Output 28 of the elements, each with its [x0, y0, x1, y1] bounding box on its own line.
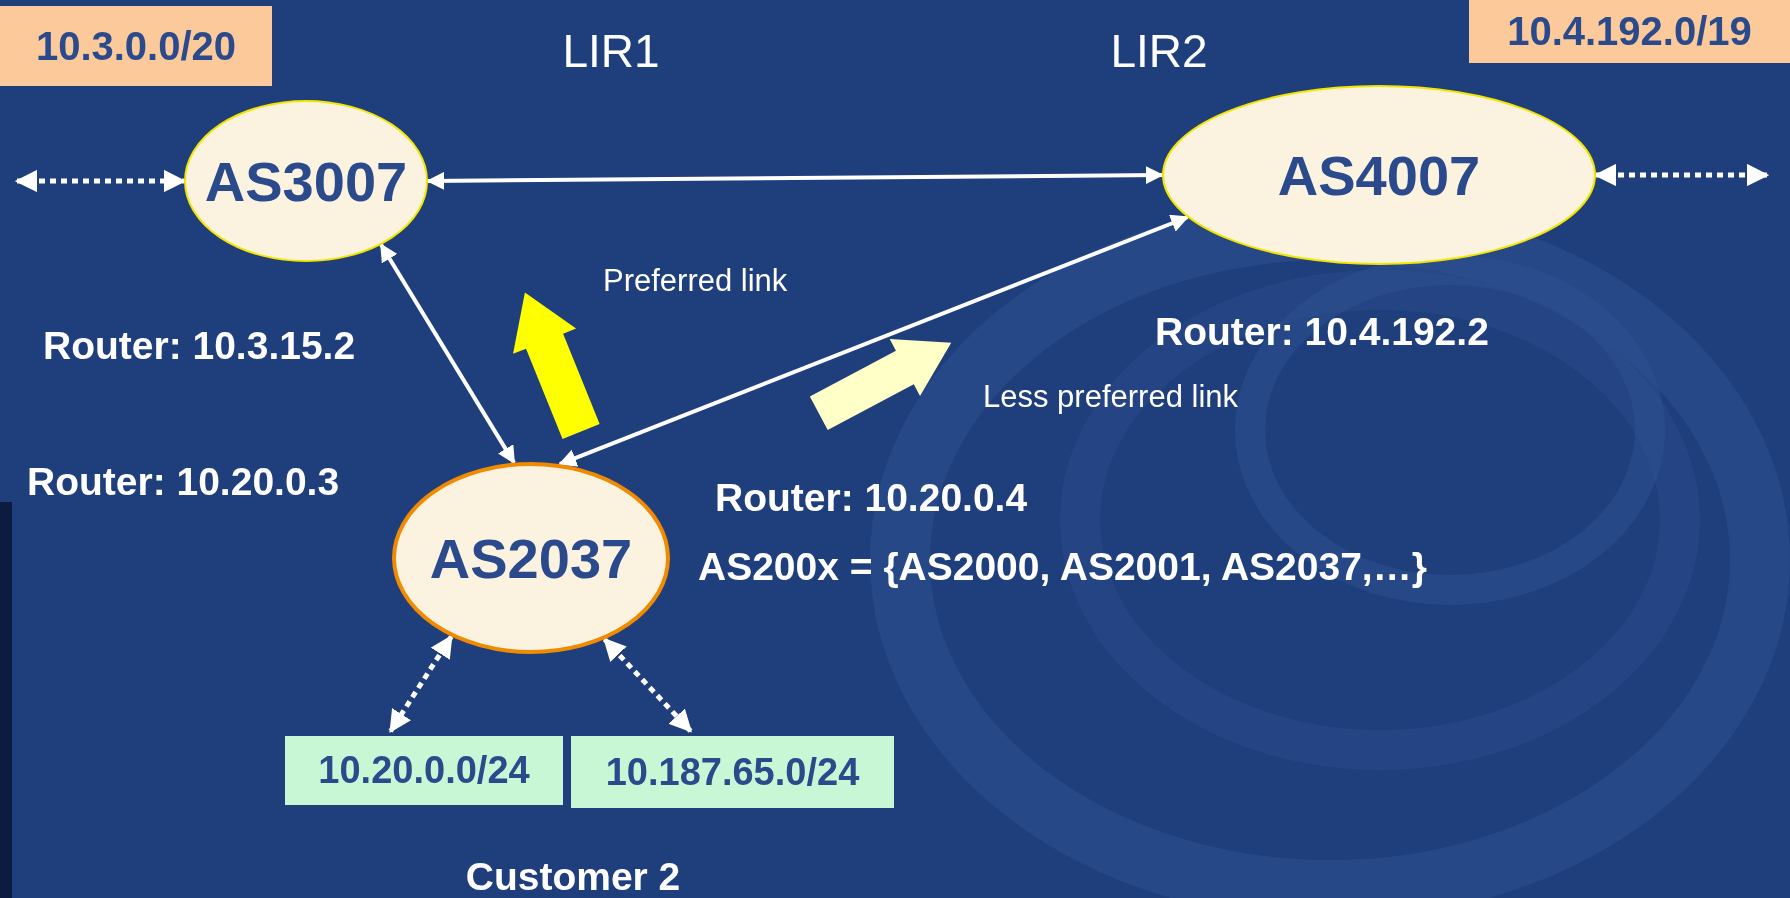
router-label: Router: 10.20.0.4 — [715, 476, 1028, 520]
dotted-double-arrow — [388, 634, 454, 734]
prefix-label — [285, 736, 563, 805]
as-set-label: AS200x = {AS2000, AS2001, AS2037,…} — [698, 545, 1427, 589]
as-number: AS3007 — [204, 148, 408, 214]
as-ellipse — [1162, 85, 1596, 265]
double-arrow — [558, 214, 1190, 467]
as-number: AS2037 — [429, 525, 633, 591]
double-arrow — [379, 243, 516, 465]
as-ellipse — [184, 100, 428, 262]
link-label: Less preferred link — [983, 379, 1238, 415]
router-label: Router: 10.3.15.2 — [43, 324, 356, 368]
registry-label: LIR2 — [1110, 25, 1208, 77]
registry-label: LIR1 — [562, 25, 660, 77]
ip-prefix: 10.4.192.0/19 — [1507, 9, 1752, 54]
ip-prefix: 10.3.0.0/20 — [35, 23, 237, 69]
prefix-label — [571, 736, 894, 808]
link-label: Preferred link — [603, 263, 788, 299]
as-ellipse — [392, 462, 670, 654]
dotted-double-arrow — [602, 637, 693, 733]
customer-label: Customer 2 — [465, 855, 681, 898]
ip-prefix: 10.187.65.0/24 — [605, 750, 860, 794]
router-label: Router: 10.20.0.3 — [27, 460, 340, 504]
ip-prefix: 10.20.0.0/24 — [318, 749, 530, 792]
prefix-label — [0, 6, 272, 86]
prefix-label — [1469, 0, 1790, 63]
router-label: Router: 10.4.192.2 — [1155, 310, 1489, 354]
as-number: AS4007 — [1277, 142, 1481, 208]
